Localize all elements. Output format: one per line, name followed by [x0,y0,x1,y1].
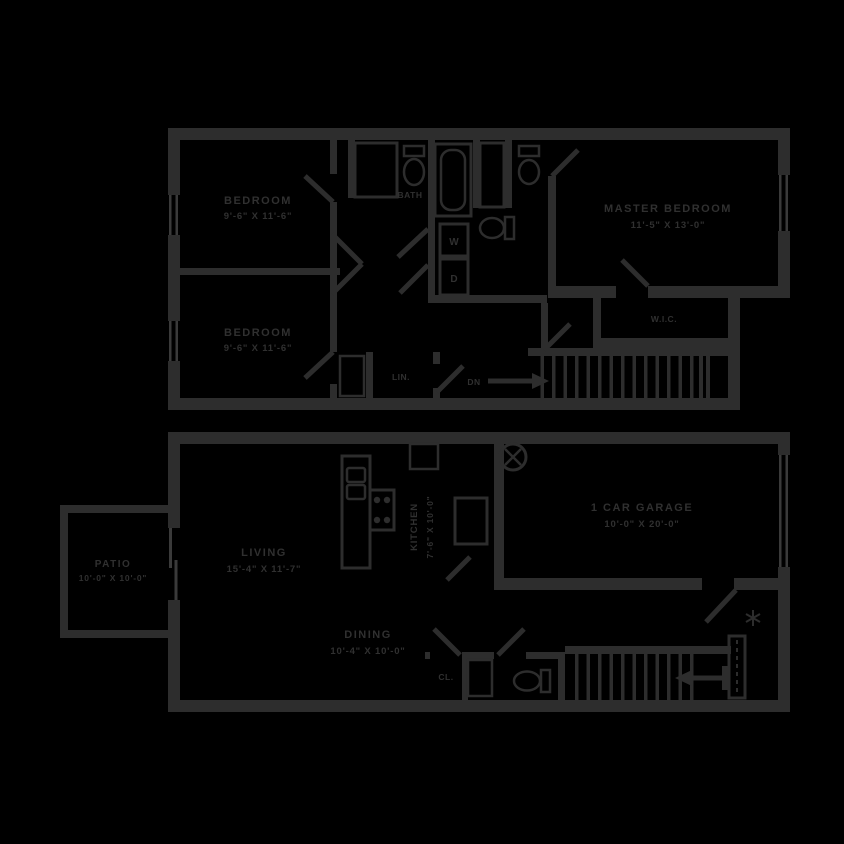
window-bedroom-1 [168,192,180,238]
dining-dims: 10'-4" X 10'-0" [330,646,405,657]
stair-treads [535,356,695,398]
door-closet [432,627,462,657]
door-bath-a [396,227,430,259]
door-hall-a [330,232,364,266]
window-bedroom-2 [168,318,180,364]
door-pantry [445,555,472,582]
master-bedroom-dims: 11'-5" X 13'-0" [631,220,706,231]
toilet-icon [517,144,541,186]
door-bath-b [398,263,430,295]
bedroom-2-label: BEDROOM [224,327,292,339]
upper-doors [303,148,650,394]
door-stair-landing [542,322,572,352]
toilet-icon [478,215,516,241]
lower-fixtures [340,442,761,700]
refrigerator-icon [453,496,489,546]
door-powder-room [496,627,526,657]
bedroom-2-dims: 9'-6" X 11'-6" [224,343,293,354]
bath-label: BATH [398,190,423,200]
upper-interior-walls [180,140,790,398]
master-bedroom-label: MASTER BEDROOM [604,203,732,215]
linen-label: LIN. [392,372,410,382]
toilet-icon [402,144,426,187]
upper-fixtures: W D [338,141,541,398]
upper-floor: W D DN BEDROOM 9'-6" X 11'-6" BEDROOM 9'… [168,128,790,410]
walk-in-closet-label: W.I.C. [651,314,677,324]
bathtub-icon [433,142,473,218]
linen-shelves-icon [478,141,506,209]
closet-label: CL. [438,672,453,682]
patio-dims: 10'-0" X 10'-0" [79,573,148,583]
light-fixture-icon [745,610,761,626]
closet-shelves-icon [466,658,494,698]
dining-label: DINING [344,629,392,641]
dryer-label: D [450,274,457,285]
garage-door [778,452,790,570]
garage-label: 1 CAR GARAGE [591,502,693,514]
furnace-icon [727,634,747,700]
sink-icon [345,466,367,484]
lower-interior-walls [425,444,790,700]
living-dims: 15'-4" X 11'-7" [227,564,302,575]
stairs-up-arrow-icon [675,670,692,686]
closet-shelves-icon [338,354,366,398]
lower-floor: LIVING 15'-4" X 11'-7" DINING 10'-4" X 1… [60,432,790,712]
stairs-down: DN [467,356,710,398]
door-master-bedroom [550,148,580,178]
garage-dims: 10'-0" X 20'-0" [604,519,679,530]
pantry-shelves-icon [408,442,440,471]
door-bedroom-1 [303,174,335,204]
patio-label: PATIO [95,559,132,570]
window-master-bedroom [778,172,790,234]
kitchen-dims: 7'-6" X 10'-0" [425,496,435,559]
water-heater-icon [498,442,528,472]
stairs-up [575,654,728,700]
dryer-icon [438,257,470,297]
washer-label: W [449,237,459,248]
stove-icon [368,488,396,532]
door-garage-entry [704,588,738,624]
door-walk-in-closet [620,258,650,288]
bedroom-1-dims: 9'-6" X 11'-6" [224,211,293,222]
kitchen-label: KITCHEN [409,503,420,551]
toilet-icon [512,668,552,694]
closet-shelves-icon [353,141,399,199]
door-bedroom-2 [303,350,335,380]
stairs-down-arrow-icon [532,373,549,389]
lower-doors [432,555,738,657]
patio-walls [60,505,170,638]
sink-icon [345,483,367,501]
stairs-down-label: DN [467,377,480,387]
patio-sliding-door [168,528,180,600]
door-hall-b [330,262,364,296]
washer-dryer-stack: W D [438,222,470,297]
washer-icon [438,222,470,258]
living-label: LIVING [241,547,287,559]
bedroom-1-label: BEDROOM [224,195,292,207]
kitchen-counter [340,454,372,570]
door-linen [435,364,465,394]
